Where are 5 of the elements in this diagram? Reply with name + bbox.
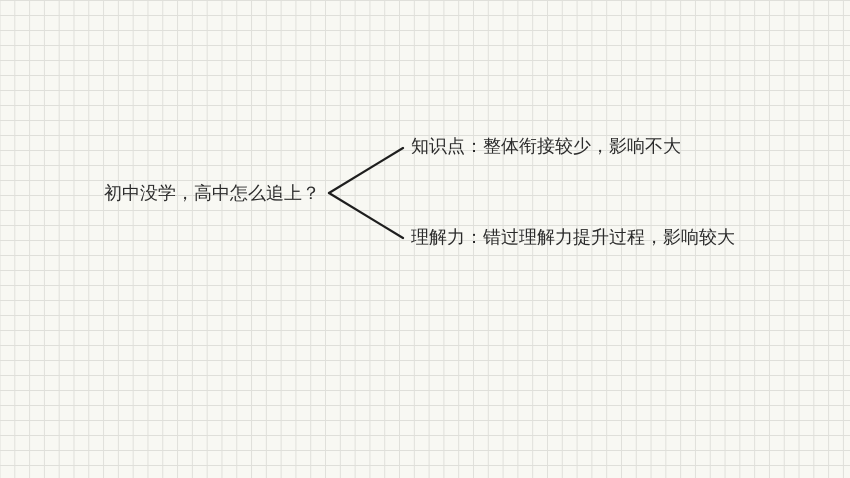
branch-topic: 知识点：整体衔接较少，影响不大 bbox=[411, 136, 681, 158]
branch-line bbox=[328, 146, 404, 194]
branch-topic: 理解力：错过理解力提升过程，影响较大 bbox=[411, 227, 735, 249]
central-topic: 初中没学，高中怎么追上？ bbox=[104, 183, 320, 205]
branch-line bbox=[328, 192, 404, 240]
